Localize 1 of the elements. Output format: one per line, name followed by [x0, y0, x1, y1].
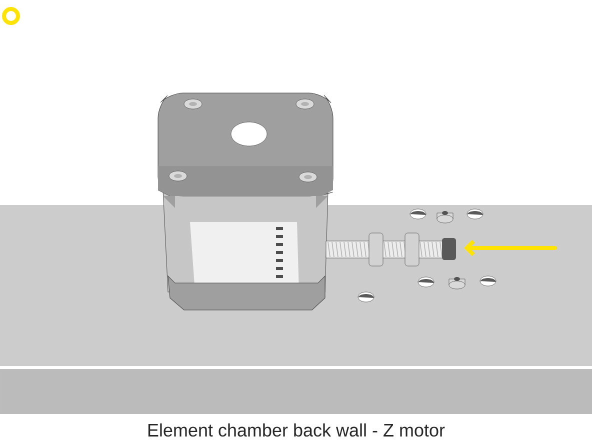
caption: Element chamber back wall - Z motor	[148, 423, 445, 437]
